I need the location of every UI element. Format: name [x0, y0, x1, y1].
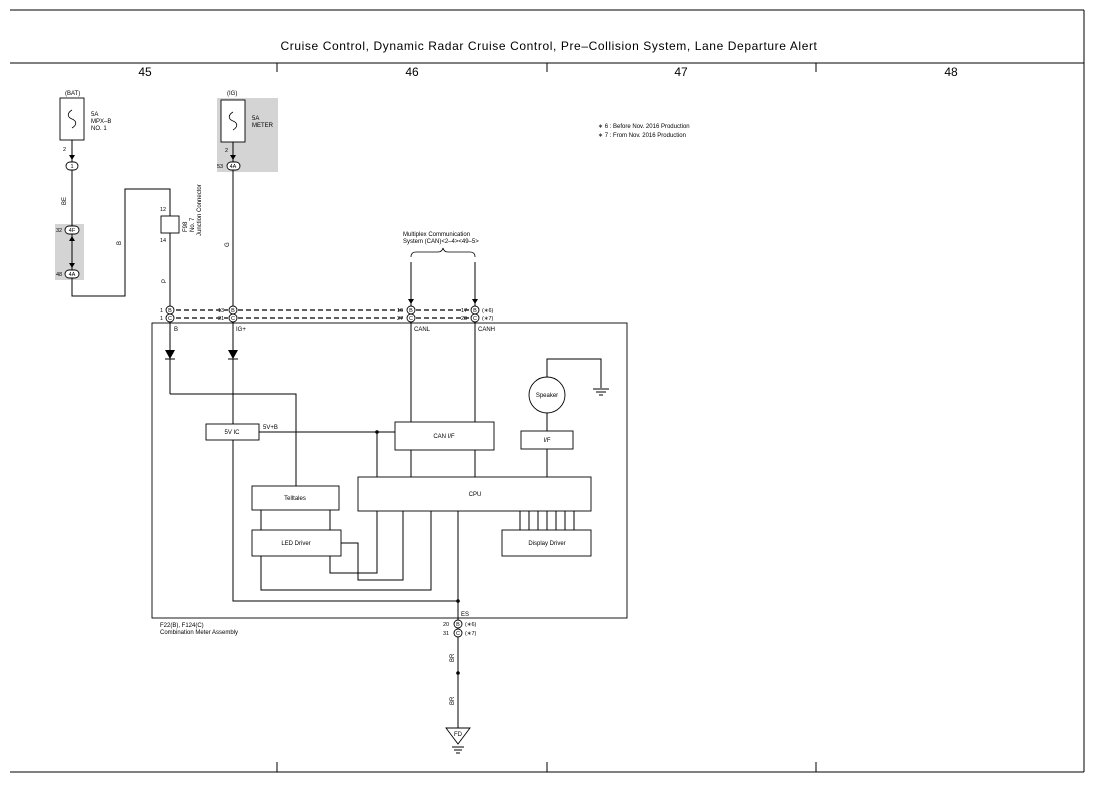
can-bus: Multiplex Communication System (CAN)<2–4…	[403, 232, 479, 306]
note-from-production: ∗ 7 : From Nov. 2016 Production	[598, 133, 686, 139]
pin-number: 16	[397, 308, 403, 314]
combination-meter-assembly: B IG+ CANL CANH 5V IC 5V+B CAN I/F Speak…	[151, 322, 628, 636]
fuse-ig-connector-pin: 53	[217, 164, 223, 170]
block-led-driver: LED Driver	[281, 541, 310, 547]
wire-color-be: BE	[62, 197, 68, 205]
wire-color-p: P	[162, 279, 168, 283]
fuse-bat-label: (BAT)	[65, 91, 80, 97]
pin-id: C	[409, 316, 413, 322]
assembly-connector-ids: F22(B), F124(C)	[160, 623, 204, 629]
can-bus-reference: System (CAN)<2–4><49–5>	[403, 239, 479, 245]
pin-id: B	[409, 308, 413, 314]
pin-note: (∗6)	[482, 308, 493, 314]
terminal-ig: IG+	[236, 327, 246, 333]
grid-column-label: 46	[405, 65, 419, 79]
pin-number: 31	[443, 631, 449, 637]
block-display-driver: Display Driver	[528, 541, 565, 547]
grid-column-label: 48	[944, 65, 958, 79]
pin-note: (∗7)	[465, 631, 476, 637]
junction-pin-top: 12	[160, 207, 166, 213]
speaker-icon: Speaker	[536, 393, 558, 399]
connector-4f: 4F	[69, 228, 76, 234]
pin-number: 20	[443, 622, 449, 628]
terminal-canh: CANH	[478, 327, 495, 333]
pin-number: 17	[461, 308, 467, 314]
fuse-bat-pin: 2	[63, 147, 66, 153]
pin-id: B	[473, 308, 477, 314]
diode-icon	[165, 350, 175, 359]
block-can-if: CAN I/F	[433, 434, 455, 440]
terminal-canl: CANL	[414, 327, 431, 333]
junction-name: Junction Connector	[197, 184, 203, 236]
fuse-icon	[67, 109, 77, 129]
assembly-name: Combination Meter Assembly	[160, 630, 238, 636]
pin-note: (∗6)	[465, 622, 476, 628]
fuse-bat-name: MPX–B	[91, 119, 111, 125]
diode-icon	[228, 350, 238, 359]
block-telltales: Telltales	[284, 496, 306, 502]
terminal-b: B	[174, 327, 178, 333]
frame	[10, 9, 1085, 773]
fuse-ig-name: METER	[252, 123, 274, 129]
junction-id: F98	[183, 221, 189, 232]
grid-column-label: 45	[138, 65, 152, 79]
pin-id: B	[168, 308, 172, 314]
fuse-ig-rating: 5A	[252, 116, 259, 122]
block-if: I/F	[544, 438, 551, 444]
grid-column-label: 47	[674, 65, 688, 79]
pin-number: 1	[160, 316, 163, 322]
terminal-5v-b: 5V+B	[263, 425, 278, 431]
fuse-ig-pin: 2	[225, 148, 228, 154]
wire-color-br: BR	[450, 653, 456, 662]
fuse-bat-number: NO. 1	[91, 126, 107, 132]
ground-point-id: FD	[454, 732, 463, 738]
block-cpu: CPU	[469, 492, 482, 498]
terminal-es: ES	[461, 612, 469, 618]
fuse-bat-connector: 1	[70, 164, 73, 170]
fuse-bat-rating: 5A	[91, 112, 98, 118]
left-connectors: BE 4F 32 4A 48 B	[55, 170, 171, 297]
junction-number: No. 7	[190, 217, 196, 232]
pin-id: C	[456, 631, 460, 637]
pin-id: C	[231, 316, 235, 322]
pin-number: 21	[218, 316, 224, 322]
fuse-ig-label: (IG)	[227, 91, 237, 97]
pin-id: C	[168, 316, 172, 322]
ground-icon	[445, 727, 471, 745]
meter-connector-pins: B 1 B 13 B 16 B 17 (∗6) C 1 C 21 C 27 C …	[160, 305, 493, 323]
block-5v-ic: 5V IC	[224, 430, 240, 436]
ground-circuit: B 20 (∗6) C 31 (∗7) BR BR FD	[443, 619, 476, 754]
pin-note: (∗7)	[482, 316, 493, 322]
pin-number: 1	[160, 308, 163, 314]
wire-color-br: BR	[450, 696, 456, 705]
pin-id: B	[456, 622, 460, 628]
can-bus-label: Multiplex Communication	[403, 232, 470, 238]
pin-number: 13	[218, 308, 224, 314]
fuse-ig-connector: 4A	[230, 164, 237, 170]
junction-connector: 12 14 F98 No. 7 Junction Connector P G	[160, 170, 234, 306]
pin-id: C	[473, 316, 477, 322]
pin-number: 27	[397, 316, 403, 322]
pin-id: B	[231, 308, 235, 314]
connector-4a: 4A	[69, 272, 76, 278]
junction-pin-bottom: 14	[160, 238, 166, 244]
wire-color-b: B	[117, 241, 123, 245]
fuse-bat: (BAT) 5A MPX–B NO. 1 2 1	[59, 91, 111, 171]
note-before-production: ∗ 6 : Before Nov. 2016 Production	[598, 124, 690, 130]
fuse-ig: (IG) 5A METER 2 4A 53	[217, 91, 278, 172]
wire-color-g: G	[225, 242, 231, 247]
pin-number: 28	[461, 316, 467, 322]
connector-4f-pin: 32	[56, 228, 62, 234]
fuse-icon	[228, 111, 238, 131]
diagram-title: Cruise Control, Dynamic Radar Cruise Con…	[281, 39, 818, 53]
connector-4a-pin: 48	[56, 272, 62, 278]
